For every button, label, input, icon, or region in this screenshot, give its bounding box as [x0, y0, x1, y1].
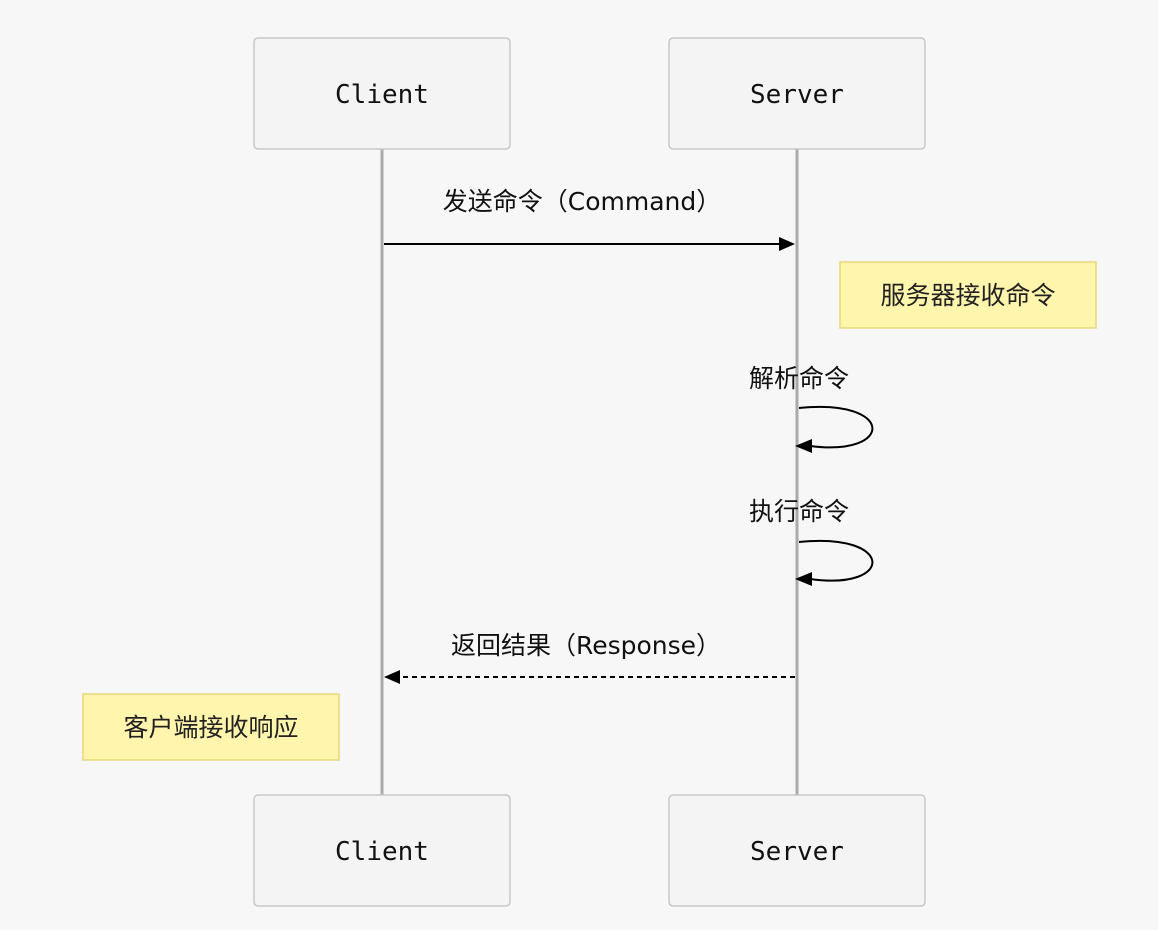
server-actor-bottom[interactable]: Server: [668, 794, 926, 907]
client-actor-bottom-box: [253, 794, 511, 907]
server-actor-bottom-label: Server: [750, 837, 844, 867]
server-actor-top[interactable]: Server: [668, 37, 926, 150]
message-execute-command-label: 执行命令: [749, 497, 849, 526]
client-actor-top-box: [253, 37, 511, 150]
message-return-result-label: 返回结果（Response）: [451, 631, 721, 660]
note-client-receive[interactable]: 客户端接收响应: [82, 693, 340, 761]
client-actor-bottom[interactable]: Client: [253, 794, 511, 907]
note-client-receive-box: [82, 693, 340, 761]
message-send-command[interactable]: 发送命令（Command）: [384, 187, 795, 251]
message-parse-command-loop: [798, 405, 874, 449]
message-parse-command[interactable]: 解析命令: [749, 364, 874, 453]
message-parse-command-arrowhead: [795, 439, 812, 453]
client-actor-bottom-label: Client: [335, 837, 429, 867]
message-return-result[interactable]: 返回结果（Response）: [384, 631, 795, 684]
client-actor-top[interactable]: Client: [253, 37, 511, 150]
client-actor-top-label: Client: [335, 80, 429, 110]
server-actor-top-label: Server: [750, 80, 844, 110]
message-parse-command-label: 解析命令: [749, 364, 849, 393]
message-return-result-arrowhead: [384, 670, 400, 684]
note-server-receive-label: 服务器接收命令: [880, 281, 1055, 310]
message-execute-command[interactable]: 执行命令: [749, 497, 874, 586]
message-execute-command-loop: [798, 539, 874, 582]
note-server-receive[interactable]: 服务器接收命令: [839, 261, 1097, 329]
message-send-command-arrowhead: [779, 237, 795, 251]
message-send-command-label: 发送命令（Command）: [443, 187, 722, 216]
message-execute-command-arrowhead: [795, 572, 812, 586]
server-actor-top-box: [668, 37, 926, 150]
note-server-receive-box: [839, 261, 1097, 329]
server-actor-bottom-box: [668, 794, 926, 907]
note-client-receive-label: 客户端接收响应: [123, 713, 298, 742]
